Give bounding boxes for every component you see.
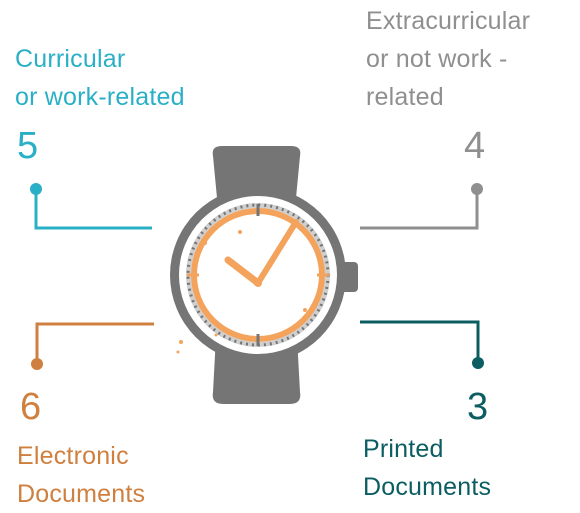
label-extracurricular: Extracurricular or not work - related	[366, 2, 530, 116]
label-extracurricular-line-3: related	[366, 83, 444, 111]
value-electronic: 6	[20, 386, 42, 428]
label-electronic-line-2: Documents	[17, 480, 146, 508]
label-curricular: Curricular or work-related	[15, 40, 185, 116]
label-printed-line-1: Printed	[363, 435, 444, 463]
label-curricular-line-1: Curricular	[15, 45, 126, 73]
connector-extracurricular	[360, 183, 483, 230]
wristwatch-icon	[170, 146, 358, 404]
label-curricular-line-2: or work-related	[15, 83, 185, 111]
connector-printed	[360, 320, 484, 369]
connector-electronic	[31, 322, 154, 370]
label-extracurricular-line-1: Extracurricular	[366, 7, 531, 35]
label-extracurricular-line-2: or not work -	[366, 45, 508, 73]
connector-curricular	[30, 183, 152, 230]
label-printed-line-2: Documents	[363, 473, 492, 501]
label-electronic: Electronic Documents	[17, 437, 145, 513]
value-printed: 3	[467, 386, 489, 428]
label-electronic-line-1: Electronic	[17, 442, 129, 470]
value-extracurricular: 4	[464, 125, 486, 167]
value-curricular: 5	[17, 125, 39, 167]
label-printed: Printed Documents	[363, 430, 491, 506]
